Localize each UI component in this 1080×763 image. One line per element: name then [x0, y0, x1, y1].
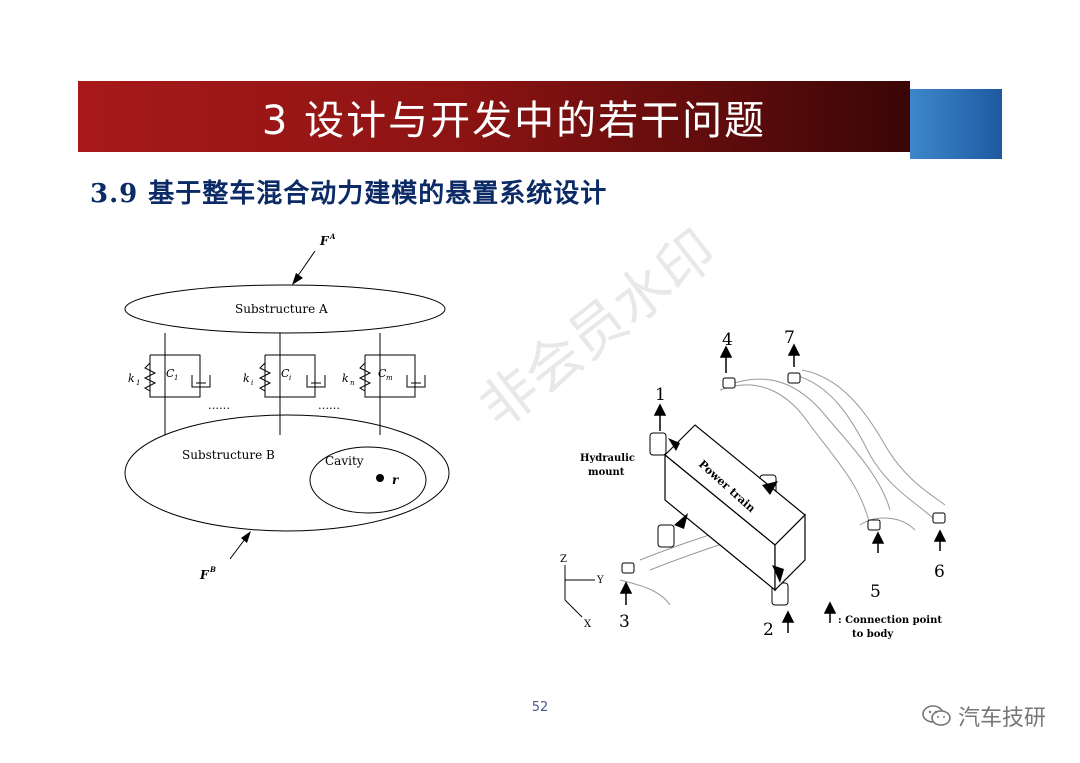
- point-5-label: 5: [870, 582, 881, 602]
- substructure-b-ellipse: [124, 414, 450, 532]
- powertrain-mount-diagram: Power train Hydraulic mount 1 2 3 4 5 6 …: [560, 328, 947, 640]
- coordinate-axes: [564, 565, 595, 618]
- spring-i-k: k: [243, 372, 250, 385]
- substructure-a-label: Substructure A: [235, 302, 328, 316]
- cavity-label: Cavity: [325, 454, 364, 468]
- spring-1-k-sub: 1: [136, 379, 140, 387]
- legend-text: : Connection point: [838, 615, 942, 626]
- axis-z-label: Z: [560, 554, 567, 565]
- point-6-label: 6: [934, 562, 945, 582]
- hydraulic-mount-label-2: mount: [588, 467, 625, 478]
- spring-n-k: k: [342, 372, 349, 385]
- powertrain-box: [664, 424, 806, 592]
- brand-watermark: 汽车技研: [922, 700, 1046, 732]
- damper-1-c-sub: 1: [174, 374, 178, 382]
- substructure-a-ellipse: [124, 284, 446, 334]
- section-heading: 3.9 基于整车混合动力建模的悬置系统设计: [90, 179, 608, 209]
- spring-i-k-sub: i: [251, 379, 253, 387]
- brand-name: 汽车技研: [957, 706, 1046, 731]
- axis-x-label: X: [584, 619, 592, 630]
- force-a-superscript: A: [329, 232, 336, 241]
- axis-y-label: Y: [596, 575, 604, 586]
- point-3-label: 3: [619, 612, 630, 632]
- hydraulic-mount-label: Hydraulic: [580, 453, 635, 464]
- title-banner: [78, 81, 910, 152]
- damper-i-c-sub: i: [289, 374, 291, 382]
- substructure-diagram: F A Substructure A k 1 C 1 k i C i k n C: [124, 232, 450, 582]
- force-a-label: F: [319, 234, 330, 248]
- point-2-label: 2: [763, 620, 774, 640]
- page-title: 3 设计与开发中的若干问题: [261, 97, 767, 144]
- cavity-ellipse: [309, 446, 427, 514]
- point-r-dot: [376, 474, 384, 482]
- legend-text-2: to body: [852, 629, 894, 640]
- force-b-label: F: [199, 568, 210, 582]
- wechat-icon: [922, 705, 951, 726]
- ellipsis-2: ……: [318, 399, 340, 412]
- substructure-b-label: Substructure B: [182, 448, 275, 462]
- ellipsis-1: ……: [208, 399, 230, 412]
- title-banner-accent: [910, 89, 1002, 159]
- point-r-label: r: [392, 473, 400, 487]
- damper-m-c: C: [378, 367, 387, 380]
- damper-1-c: C: [166, 367, 175, 380]
- point-7-label: 7: [784, 328, 795, 348]
- spring-n-k-sub: n: [350, 379, 355, 387]
- spring-1-k: k: [128, 372, 135, 385]
- damper-m-c-sub: m: [386, 374, 393, 382]
- point-1-label: 1: [655, 385, 666, 405]
- force-b-superscript: B: [209, 565, 216, 574]
- damper-i-c: C: [281, 367, 290, 380]
- point-4-label: 4: [722, 330, 733, 350]
- page-number: 52: [531, 700, 549, 715]
